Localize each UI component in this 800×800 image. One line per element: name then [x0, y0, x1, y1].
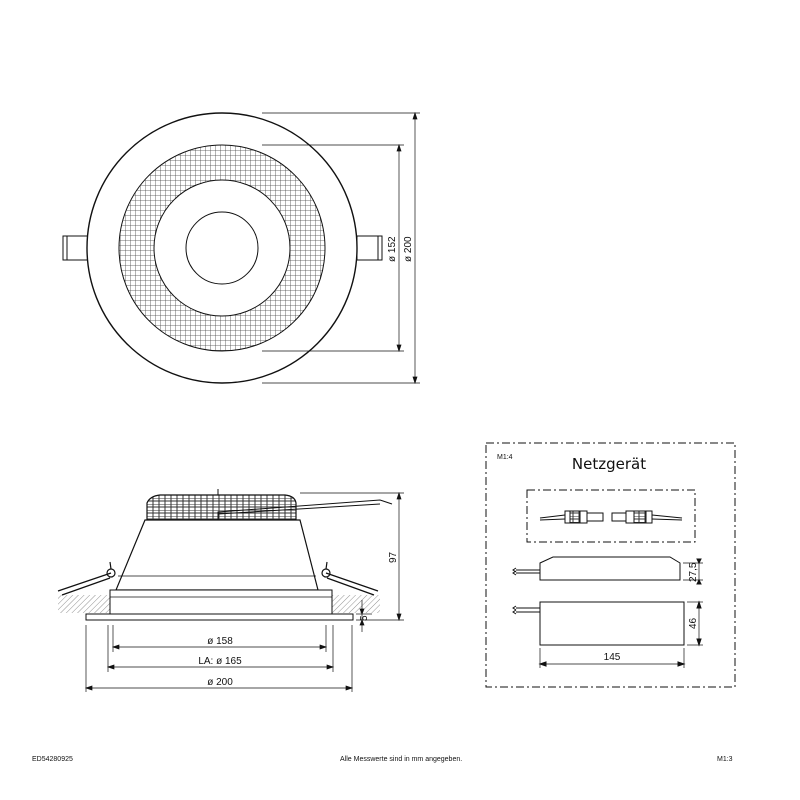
- driver-profile: [512, 556, 703, 585]
- housing: [115, 519, 319, 591]
- dim-height-line: [300, 491, 404, 622]
- dim-flange-label: 5: [359, 615, 370, 621]
- right-spring-clip: [321, 561, 379, 596]
- dim-165-label: LA: ø 165: [198, 656, 242, 667]
- dim-158-line: [111, 625, 328, 652]
- driver-scale: M1:4: [497, 454, 513, 461]
- cable: [217, 499, 393, 520]
- flange: [85, 613, 354, 621]
- left-spring-clip: [57, 561, 116, 596]
- driver-body: [512, 600, 703, 668]
- dim-flange-line: [356, 600, 372, 632]
- dim-27-label: 27,5: [688, 562, 699, 582]
- driver-frame: [485, 442, 736, 688]
- dim-165-line: [106, 625, 335, 672]
- ceiling-left: [58, 595, 110, 613]
- dim-outer-line: [262, 111, 420, 385]
- dim-145-label: 145: [604, 652, 621, 663]
- dim-158-label: ø 158: [207, 636, 233, 647]
- right-clip: [356, 235, 383, 261]
- dim-inner-label: ø 152: [387, 236, 398, 262]
- driver-title: Netzgerät: [572, 455, 646, 473]
- dim-inner-line: [262, 143, 404, 353]
- connector-frame: [526, 489, 696, 543]
- heatsink: [146, 494, 297, 521]
- rim: [109, 589, 333, 616]
- side-view: [57, 489, 404, 692]
- top-view: [62, 111, 420, 385]
- footer-scale: M1:3: [717, 756, 733, 763]
- left-clip: [62, 235, 89, 261]
- dim-outer-label: ø 200: [403, 236, 414, 262]
- footer-note: Alle Messwerte sind in mm angegeben.: [340, 756, 463, 763]
- dim-46-label: 46: [688, 617, 699, 629]
- lens: [185, 211, 259, 285]
- dim-200-line: [84, 625, 354, 692]
- footer-code: ED54280925: [32, 756, 73, 763]
- ceiling-right: [330, 595, 380, 613]
- dim-height-label: 97: [388, 551, 399, 563]
- cable-connector: [539, 510, 683, 524]
- driver-box: [485, 442, 736, 688]
- dim-200-label: ø 200: [207, 677, 233, 688]
